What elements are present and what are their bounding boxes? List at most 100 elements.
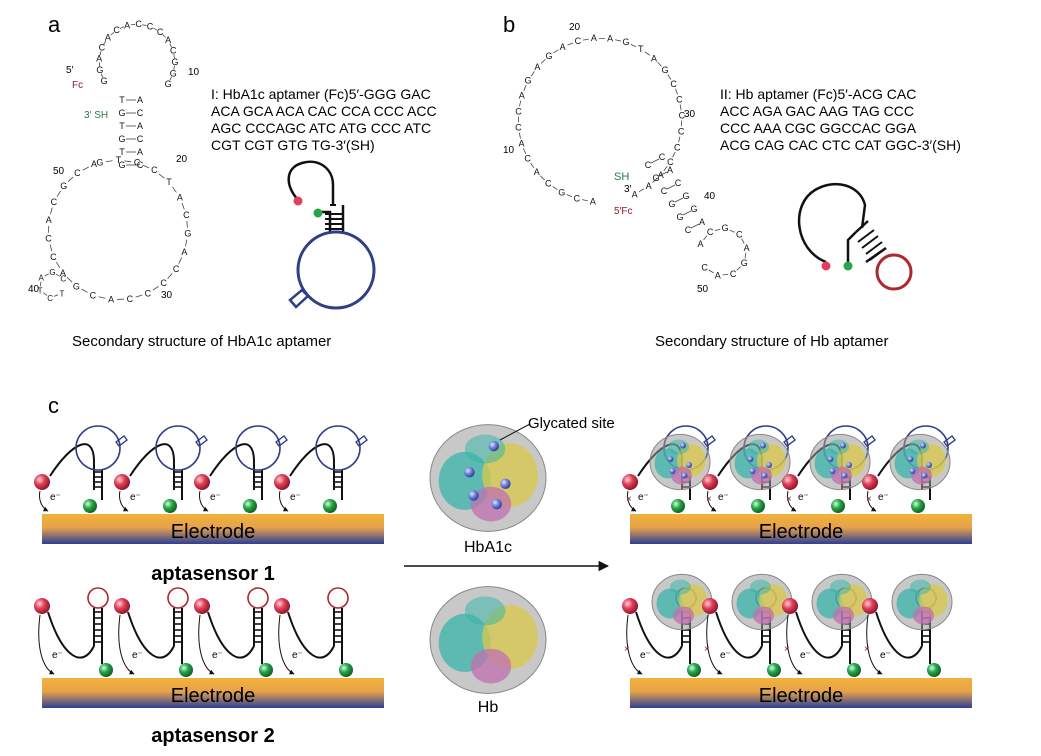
stem-base-left: G <box>118 134 125 144</box>
protein-blob <box>729 433 791 491</box>
stem-base-left: G <box>118 108 125 118</box>
stem-base-left: G <box>668 199 675 209</box>
ferrocene-ball <box>114 598 130 614</box>
base-letter: C <box>678 127 685 137</box>
backbone-link <box>703 235 708 241</box>
protein-blob <box>811 573 873 631</box>
backbone-link <box>43 292 48 296</box>
electrode-2: Electrode <box>42 678 384 708</box>
base-letter: A <box>646 181 652 191</box>
hairpin-icon <box>355 435 368 447</box>
backbone-link <box>49 207 53 215</box>
five-prime-label: 5′ <box>66 65 74 76</box>
base-letter: C <box>667 157 674 167</box>
backbone-link <box>66 277 73 283</box>
electron-label: e⁻ <box>800 650 811 661</box>
base-letter: C <box>134 158 141 168</box>
backbone-link <box>105 160 113 163</box>
base-letter: C <box>160 278 167 288</box>
electrode-3: Electrode <box>630 514 972 544</box>
backbone-link <box>167 273 173 279</box>
backbone-link <box>153 27 158 31</box>
hba1c-aptamer-schematic <box>287 160 376 310</box>
electrode-3-label: Electrode <box>759 521 844 543</box>
base-letter: A <box>96 54 102 64</box>
glycated-site-marker <box>766 462 772 468</box>
ferrocene-ball <box>862 598 878 614</box>
backbone-link <box>53 294 59 297</box>
base-letter: C <box>50 252 57 262</box>
backbone-link <box>741 238 745 244</box>
aptamer-linker <box>47 611 95 659</box>
base-letter: C <box>670 79 677 89</box>
base-letter: G <box>184 229 191 239</box>
thiol-ball <box>847 663 861 677</box>
base-letter: A <box>518 139 524 149</box>
backbone-link <box>567 42 574 46</box>
base-letter: G <box>165 79 172 89</box>
backbone-link <box>679 104 682 111</box>
electron-label: e⁻ <box>290 492 301 503</box>
backbone-link <box>82 166 89 171</box>
pos-30-b: 30 <box>684 109 696 120</box>
base-letter: G <box>722 223 729 233</box>
ferrocene-ball <box>114 474 130 490</box>
base-letter: A <box>591 33 597 43</box>
stem-base-left: C <box>661 186 668 196</box>
glycated-pointer <box>499 423 531 441</box>
backbone-link <box>672 151 676 158</box>
base-letter: A <box>46 215 52 225</box>
electrode-4-label: Electrode <box>759 685 844 707</box>
base-letter: G <box>558 188 565 198</box>
base-letter: G <box>525 76 532 86</box>
hba1c-label: HbA1c <box>464 539 512 556</box>
base-letter: G <box>741 258 748 268</box>
glycated-site-marker <box>680 442 686 449</box>
thiol-ball <box>179 663 193 677</box>
base-letter: A <box>651 53 657 63</box>
glycated-site-marker <box>760 442 766 449</box>
base-letter: C <box>99 42 106 52</box>
electron-transfer-arrow <box>786 614 803 675</box>
electron-transfer-arrow <box>38 614 55 675</box>
stem-base-right: C <box>675 178 682 188</box>
glycated-site-marker <box>921 472 928 479</box>
aptasensor-1-probes: e⁻e⁻e⁻e⁻ <box>34 425 368 513</box>
ferrocene-ball <box>782 474 798 490</box>
blocked-mark: × <box>866 494 872 505</box>
backbone-link <box>553 49 559 54</box>
backbone-link <box>714 228 721 231</box>
electron-transfer-arrow <box>198 614 215 675</box>
thiol-ball <box>339 663 353 677</box>
stem-base-right: C <box>137 108 144 118</box>
backbone-link <box>523 148 527 154</box>
blocked-mark: × <box>784 644 790 655</box>
ferrocene-ball <box>194 474 210 490</box>
base-pair-bond <box>658 171 668 177</box>
sh-dot-schematic-b <box>843 261 853 271</box>
backbone-link <box>630 43 637 48</box>
panel-c: c Electrode Electrode Electrode Electrod… <box>34 393 972 747</box>
base-pair-bond <box>682 210 692 216</box>
protein-blob <box>429 424 547 532</box>
base-letter: C <box>679 110 686 120</box>
backbone-link <box>49 244 53 252</box>
base-letter: T <box>166 177 172 187</box>
ferrocene-ball <box>34 598 50 614</box>
ferrocene-ball <box>782 598 798 614</box>
backbone-link <box>566 194 573 198</box>
thiol-ball <box>687 663 701 677</box>
subunit-cyan-2 <box>668 439 689 455</box>
aptasensor-1-bound: e⁻×e⁻×e⁻×e⁻× <box>622 425 956 513</box>
base-letter: A <box>607 34 613 44</box>
stem-base-right: A <box>137 147 143 157</box>
stem-base-left: G <box>676 212 683 222</box>
aptamer-linker <box>287 611 335 659</box>
blocked-mark: × <box>706 494 712 505</box>
panel-a-letter: a <box>48 12 61 37</box>
electron-transfer-arrow <box>626 614 643 675</box>
probe: e⁻ <box>274 587 353 677</box>
base-letter: C <box>74 168 81 178</box>
